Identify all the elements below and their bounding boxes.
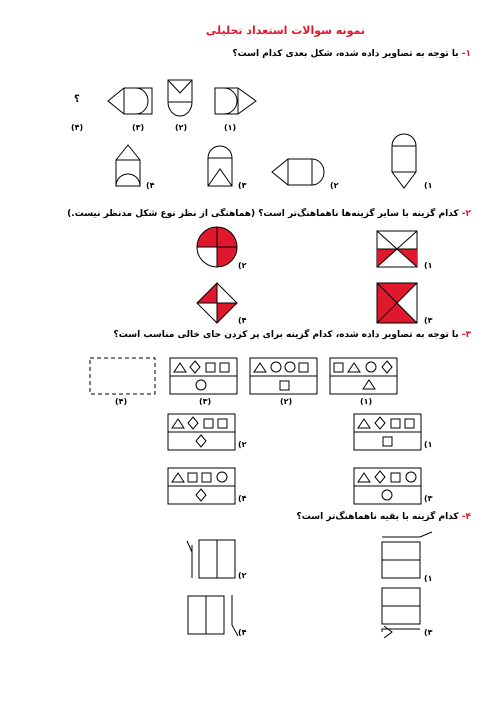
q3-option-label-1: ۱)	[424, 440, 433, 449]
q3-seq-figure-2	[249, 357, 318, 395]
q4-option-figure-1	[381, 531, 433, 579]
q1-seq-figure-1	[214, 87, 257, 115]
q3-seq-label-3: (۳)	[199, 397, 212, 406]
q3-option-figure-4	[167, 467, 236, 505]
question-2-text: کدام گزینه با سایر گزینه‌ها ناهماهنگ‌تر …	[67, 209, 459, 219]
q3-option-label-3: ۳)	[424, 494, 433, 503]
q4-option-label-1: ۱)	[424, 574, 433, 583]
q3-seq-figure-1	[329, 357, 398, 395]
q3-option-figure-2	[167, 413, 236, 451]
q3-seq-label-1: (۱)	[360, 397, 373, 406]
q1-option-label-2: ۲)	[330, 181, 339, 190]
question-4-number: ۴-	[461, 512, 471, 522]
question-3-number: ۳-	[461, 330, 471, 340]
q3-seq-figure-3	[169, 357, 238, 395]
question-1: ۱- با توجه به تصاویر داده شده، شکل بعدی …	[232, 49, 471, 59]
q1-option-label-4: ۴)	[146, 181, 155, 190]
q1-option-figure-4	[115, 144, 141, 187]
question-4: ۴- کدام گزینه با بقیه ناهماهنگ‌تر است؟	[297, 512, 471, 522]
q1-option-figure-1	[391, 133, 417, 189]
question-3-text: با توجه به تصاویر داده شده، کدام گزینه ب…	[113, 330, 459, 340]
q1-seq-label-4: (۴)	[71, 123, 84, 132]
q3-option-label-4: ۴)	[238, 494, 247, 503]
q3-seq-blank-box	[89, 357, 156, 395]
q2-option-label-2: ۲)	[238, 261, 247, 270]
q1-option-label-1: ۱)	[424, 181, 433, 190]
page-title: نمونه سوالات استعداد تحلیلی	[205, 24, 365, 37]
q1-seq-label-1: (۱)	[224, 123, 237, 132]
q4-option-label-2: ۲)	[238, 571, 247, 580]
q3-option-figure-1	[353, 413, 422, 451]
q4-option-figure-3	[381, 587, 421, 639]
question-3: ۳- با توجه به تصاویر داده شده، کدام گزین…	[114, 330, 471, 340]
q4-option-label-4: ۴)	[238, 628, 247, 637]
question-2: ۲- کدام گزینه با سایر گزینه‌ها ناهماهنگ‌…	[67, 209, 471, 219]
question-2-number: ۲-	[461, 209, 471, 219]
q1-seq-figure-3	[107, 87, 153, 115]
q1-seq-label-2: (۲)	[175, 123, 188, 132]
question-1-text: با توجه به تصاویر داده شده، شکل بعدی کدا…	[232, 49, 459, 59]
question-1-number: ۱-	[461, 49, 471, 59]
q2-option-figure-1	[376, 230, 418, 268]
q4-option-figure-4	[187, 595, 239, 637]
q2-option-label-1: ۱)	[424, 261, 433, 270]
q2-option-figure-3	[376, 282, 418, 324]
q2-option-label-3: ۳)	[424, 316, 433, 325]
q3-option-label-2: ۲)	[238, 440, 247, 449]
q2-option-figure-2	[196, 226, 238, 268]
q3-seq-label-4: (۴)	[115, 397, 128, 406]
q2-option-label-4: ۴)	[238, 316, 247, 325]
q3-seq-label-2: (۲)	[280, 397, 293, 406]
q1-option-label-3: ۳)	[238, 181, 247, 190]
q4-option-figure-2	[186, 539, 236, 579]
q4-option-label-3: ۳)	[424, 628, 433, 637]
q2-option-figure-4	[196, 282, 238, 324]
q3-option-figure-3	[353, 467, 422, 505]
question-4-text: کدام گزینه با بقیه ناهماهنگ‌تر است؟	[296, 512, 459, 522]
q1-unknown-mark: ؟	[74, 94, 80, 105]
q1-seq-label-3: (۳)	[132, 123, 145, 132]
q1-seq-figure-2	[167, 79, 193, 117]
q1-option-figure-3	[207, 145, 233, 187]
q1-option-figure-2	[271, 158, 325, 186]
